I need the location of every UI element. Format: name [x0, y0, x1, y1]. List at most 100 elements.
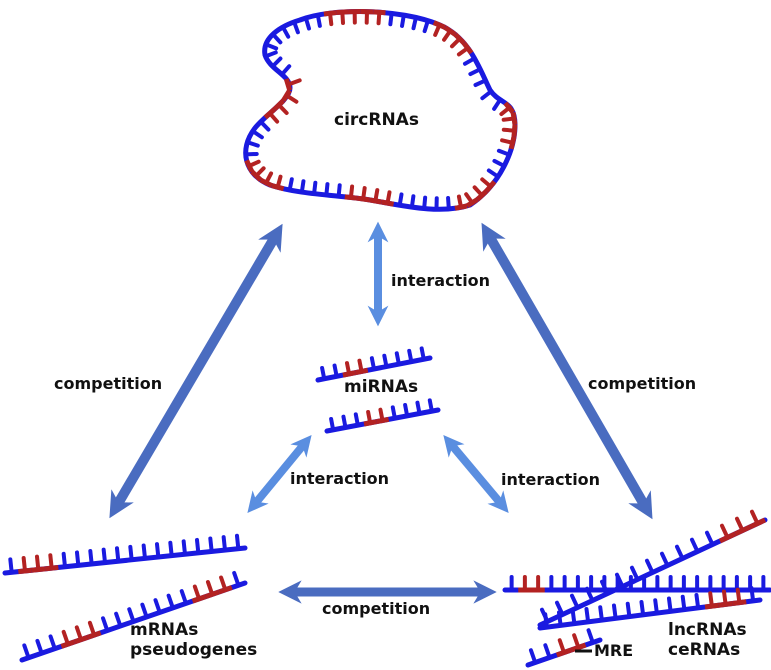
base [153, 598, 162, 615]
base [570, 593, 580, 610]
mre-base [501, 127, 517, 133]
base [480, 89, 494, 101]
cernas-label: ceRNAs [668, 640, 741, 660]
circrnas-label: circRNAs [334, 110, 419, 130]
base [382, 353, 389, 369]
rna-strand [324, 398, 441, 434]
base [645, 558, 655, 575]
base [263, 50, 278, 59]
base [600, 579, 610, 596]
rna-strand [525, 628, 603, 668]
base [245, 140, 260, 148]
base [680, 594, 687, 612]
base [303, 15, 311, 31]
base [208, 536, 214, 554]
mre-base [708, 591, 714, 609]
base [653, 598, 659, 616]
arrow-mirna-mrna [247, 434, 312, 514]
rna-strand [19, 570, 248, 663]
base [446, 195, 451, 211]
base [141, 543, 147, 561]
base [403, 403, 410, 418]
base [336, 183, 342, 199]
base [353, 412, 360, 428]
mre-base [366, 410, 373, 425]
base [166, 593, 175, 610]
mre-base [433, 22, 442, 37]
base [615, 572, 625, 589]
mre-base [285, 93, 299, 104]
mre-base [750, 509, 760, 526]
mre-base [87, 620, 97, 638]
mre-base [456, 194, 464, 210]
base [140, 602, 149, 619]
mre-base [557, 638, 566, 655]
base [528, 648, 538, 665]
edge-label-circ-lnc: competition [588, 374, 697, 393]
edge-label-mrna-lnc: competition [322, 599, 431, 618]
base [61, 551, 67, 569]
base [675, 544, 685, 561]
lncrna-molecules [502, 509, 771, 668]
base [639, 599, 646, 617]
mirna-molecules [315, 346, 441, 434]
base [128, 544, 134, 562]
mre-base [500, 138, 515, 145]
mre-base [373, 188, 380, 203]
base [234, 533, 241, 551]
base [320, 365, 327, 381]
mre-base [344, 361, 352, 376]
base [543, 612, 549, 630]
mre-base [34, 554, 41, 572]
mre-label: MRE [594, 641, 634, 660]
base [263, 42, 279, 51]
base [462, 56, 477, 66]
mre-base [721, 589, 728, 607]
base [625, 601, 632, 619]
mrnas-label: mRNAs [130, 620, 199, 640]
edge-label-circ-mrna: competition [54, 374, 163, 393]
base [394, 351, 401, 367]
base [584, 606, 591, 624]
rna-strand [537, 585, 763, 631]
base [114, 546, 121, 564]
base [400, 13, 406, 28]
mre-base [464, 192, 475, 206]
rna-strand [537, 509, 768, 628]
mre-base [276, 103, 289, 115]
base [422, 195, 428, 211]
base [492, 97, 503, 111]
base [407, 348, 414, 364]
mre-base [361, 186, 367, 201]
base [397, 192, 404, 208]
pseudogenes-label: pseudogenes [130, 640, 258, 660]
base [154, 542, 161, 560]
mre-base [253, 166, 266, 179]
base [258, 119, 271, 132]
mre-base [456, 45, 470, 57]
base [390, 405, 397, 421]
base [114, 611, 123, 629]
mre-base [340, 10, 345, 26]
base [35, 638, 44, 656]
base [422, 18, 430, 34]
mre-base [264, 171, 274, 186]
mre-base [267, 111, 280, 124]
rna-strand [2, 533, 248, 576]
mre-base [720, 523, 730, 540]
base [666, 596, 673, 614]
mre-base [450, 36, 462, 49]
base [586, 628, 595, 645]
mre-base [328, 11, 334, 27]
mre-base [572, 633, 581, 650]
base [411, 15, 418, 31]
base [88, 549, 94, 566]
base [101, 616, 110, 633]
edge-label-mirna-mrna: interaction [290, 469, 390, 488]
mre-base [378, 407, 385, 423]
base [598, 605, 604, 623]
mrna-molecules [2, 533, 248, 663]
base [415, 400, 422, 416]
base [232, 570, 241, 588]
